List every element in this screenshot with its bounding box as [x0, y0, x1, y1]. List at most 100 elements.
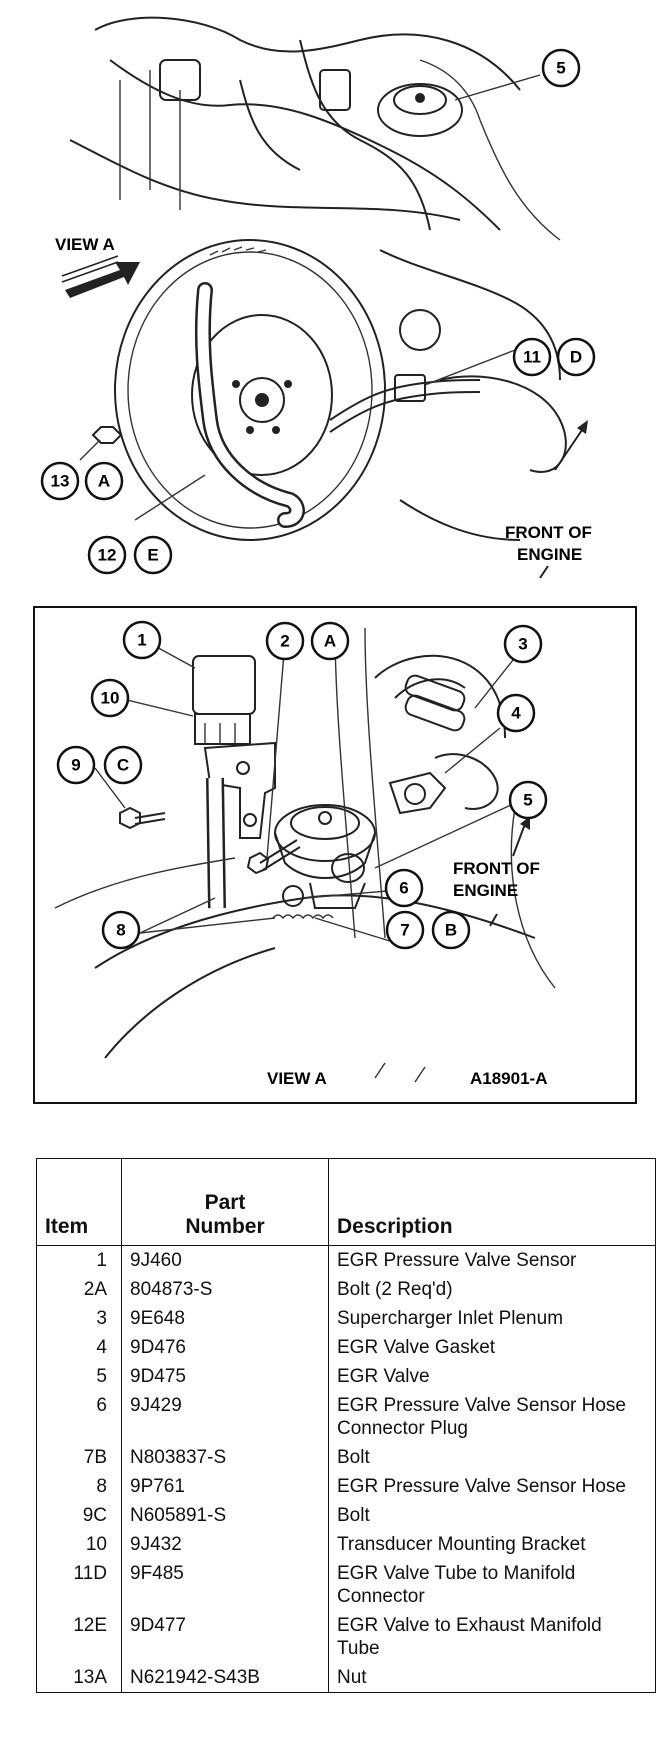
- inset-callout-8: 8: [101, 910, 141, 950]
- callout-E: E: [133, 535, 173, 575]
- inset-callout-5: 5: [508, 780, 548, 820]
- row-part-number: 9P761: [121, 1472, 329, 1501]
- row-part-number: 9J429: [121, 1391, 329, 1443]
- row-part-number: 804873-S: [121, 1275, 329, 1304]
- svg-text:FRONT OF: FRONT OF: [453, 859, 540, 878]
- row-item: 3: [36, 1304, 122, 1333]
- inset-callout-9: 9: [56, 745, 96, 785]
- row-part-number: N605891-S: [121, 1501, 329, 1530]
- header-item: Item: [36, 1158, 122, 1246]
- row-item: 2A: [36, 1275, 122, 1304]
- svg-text:10: 10: [101, 689, 120, 708]
- svg-text:5: 5: [556, 59, 565, 78]
- callout-11: 11: [512, 337, 552, 377]
- svg-text:ENGINE: ENGINE: [517, 545, 582, 564]
- inset-callout-1: 1: [122, 620, 162, 660]
- svg-text:13: 13: [51, 472, 70, 491]
- inset-view-a-label: VIEW A: [267, 1069, 327, 1088]
- row-item: 1: [36, 1245, 122, 1275]
- svg-text:B: B: [445, 921, 457, 940]
- row-description: Bolt: [328, 1501, 656, 1530]
- row-item: 12E: [36, 1611, 122, 1663]
- inset-callout-2: 2: [265, 621, 305, 661]
- svg-text:1: 1: [137, 631, 146, 650]
- inset-callout-B: B: [431, 910, 471, 950]
- row-part-number: 9J460: [121, 1245, 329, 1275]
- inset-sketch: [54, 627, 556, 1083]
- row-description: Nut: [328, 1663, 656, 1693]
- row-part-number: N803837-S: [121, 1443, 329, 1472]
- header-part-line1: Part: [204, 1191, 246, 1214]
- callout-D: D: [556, 337, 596, 377]
- inset-callout-C: C: [103, 745, 143, 785]
- inset-callout-4: 4: [496, 693, 536, 733]
- row-part-number: 9D476: [121, 1333, 329, 1362]
- row-item: 7B: [36, 1443, 122, 1472]
- row-item: 10: [36, 1530, 122, 1559]
- svg-text:6: 6: [399, 879, 408, 898]
- header-description: Description: [328, 1158, 656, 1246]
- callout-5: 5: [541, 48, 581, 88]
- parts-table-header: Item Part Number Description: [36, 1158, 656, 1246]
- svg-text:A18901-A: A18901-A: [470, 1069, 548, 1088]
- svg-text:E: E: [147, 546, 158, 565]
- row-description: Supercharger Inlet Plenum: [328, 1304, 656, 1333]
- view-a-illustration: VIEW A A18901-A FRONT OF ENGINE 1 2 A 3 …: [54, 620, 556, 1088]
- row-description: EGR Valve Tube to Manifold Connector: [328, 1559, 656, 1611]
- svg-text:A: A: [98, 472, 110, 491]
- inset-callout-3: 3: [503, 624, 543, 664]
- row-part-number: 9D475: [121, 1362, 329, 1391]
- row-part-number: 9J432: [121, 1530, 329, 1559]
- view-a-inset: VIEW A A18901-A FRONT OF ENGINE 1 2 A 3 …: [33, 606, 637, 1104]
- front-of-engine-label: FRONT OF ENGINE: [505, 523, 592, 564]
- row-item: 9C: [36, 1501, 122, 1530]
- row-description: Bolt: [328, 1443, 656, 1472]
- svg-text:8: 8: [116, 921, 125, 940]
- svg-text:2: 2: [280, 632, 289, 651]
- row-description: EGR Pressure Valve Sensor Hose: [328, 1472, 656, 1501]
- row-description: EGR Valve: [328, 1362, 656, 1391]
- svg-text:ENGINE: ENGINE: [453, 881, 518, 900]
- view-a-label: VIEW A: [55, 235, 115, 254]
- row-part-number: N621942-S43B: [121, 1663, 329, 1693]
- inset-callout-10: 10: [90, 678, 130, 718]
- row-description: EGR Pressure Valve Sensor Hose Connector…: [328, 1391, 656, 1443]
- callout-A: A: [84, 461, 124, 501]
- engine-illustration: VIEW A FRONT OF ENGINE 5 11 D 13 A 12 E: [40, 16, 596, 579]
- inset-callout-7: 7: [385, 910, 425, 950]
- callout-12: 12: [87, 535, 127, 575]
- row-description: Bolt (2 Req'd): [328, 1275, 656, 1304]
- row-description: EGR Valve to Exhaust Manifold Tube: [328, 1611, 656, 1663]
- header-part-number: Part Number: [121, 1158, 329, 1246]
- inset-front-of-engine-label: FRONT OF ENGINE: [453, 859, 540, 900]
- svg-text:A: A: [324, 632, 336, 651]
- svg-text:C: C: [117, 756, 129, 775]
- inset-callout-6: 6: [384, 868, 424, 908]
- svg-text:5: 5: [523, 791, 532, 810]
- figure-id-label: A18901-A: [470, 1069, 548, 1088]
- svg-text:7: 7: [400, 921, 409, 940]
- engine-sketch: [61, 16, 588, 579]
- row-part-number: 9F485: [121, 1559, 329, 1611]
- svg-text:VIEW A: VIEW A: [267, 1069, 327, 1088]
- svg-text:VIEW A: VIEW A: [55, 235, 115, 254]
- svg-text:12: 12: [98, 546, 117, 565]
- callout-13: 13: [40, 461, 80, 501]
- svg-text:FRONT OF: FRONT OF: [505, 523, 592, 542]
- row-description: EGR Valve Gasket: [328, 1333, 656, 1362]
- svg-text:9: 9: [71, 756, 80, 775]
- inset-callout-A: A: [310, 621, 350, 661]
- row-item: 11D: [36, 1559, 122, 1611]
